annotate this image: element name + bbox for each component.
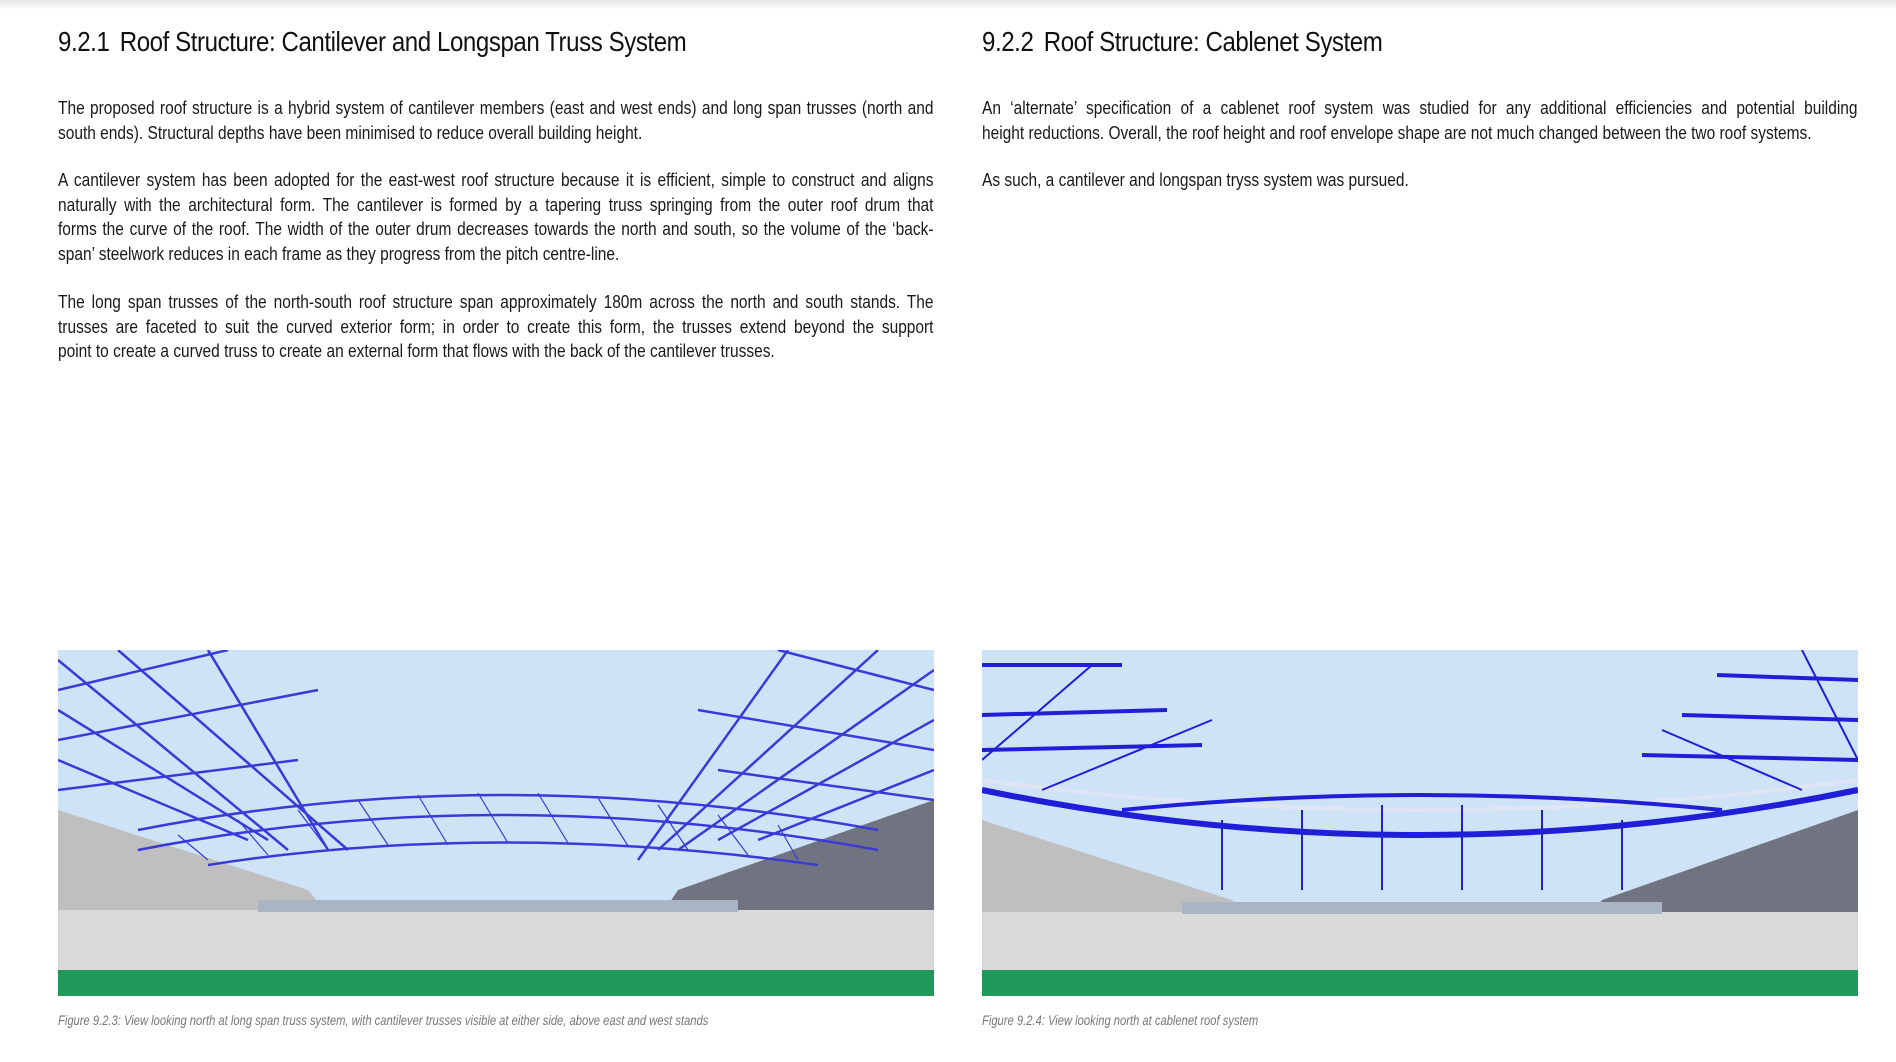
text-line: point to create a curved truss to create… xyxy=(58,341,775,361)
text-line: forms the curve of the roof. The width o… xyxy=(58,219,934,239)
figure-caption: Figure 9.2.3: View looking north at long… xyxy=(58,1012,709,1028)
text-line: The long span trusses of the north-south… xyxy=(58,292,934,312)
figure-cablenet-render xyxy=(982,650,1858,996)
section-title: Roof Structure: Cablenet System xyxy=(1043,26,1383,57)
section-number: 9.2.1 xyxy=(58,26,110,57)
paragraph: The proposed roof structure is a hybrid … xyxy=(58,96,934,145)
figure-truss-render xyxy=(58,650,934,996)
text-line: span’ steelwork reduces in each frame as… xyxy=(58,243,620,264)
text-line: A cantilever system has been adopted for… xyxy=(58,170,934,190)
paragraph: As such, a cantilever and longspan tryss… xyxy=(982,168,1858,193)
figure-caption: Figure 9.2.4: View looking north at cabl… xyxy=(982,1012,1259,1028)
text-line: naturally with the architectural form. T… xyxy=(58,194,934,215)
section-heading: 9.2.1 Roof Structure: Cantilever and Long… xyxy=(58,26,687,58)
top-shadow xyxy=(0,0,1896,10)
paragraph: An ‘alternate’ specification of a cablen… xyxy=(982,96,1858,145)
section-title: Roof Structure: Cantilever and Longspan … xyxy=(119,26,687,57)
section-number: 9.2.2 xyxy=(982,26,1034,57)
text-line: The proposed roof structure is a hybrid … xyxy=(58,98,934,118)
text-line: south ends). Structural depths have been… xyxy=(58,122,643,143)
text-line: As such, a cantilever and longspan tryss… xyxy=(982,170,1409,190)
paragraph: The long span trusses of the north-south… xyxy=(58,290,934,364)
text-line: trusses are faceted to suit the curved e… xyxy=(58,316,934,337)
text-line: An ‘alternate’ specification of a cablen… xyxy=(982,98,1858,118)
section-heading: 9.2.2 Roof Structure: Cablenet System xyxy=(982,26,1383,58)
text-line: height reductions. Overall, the roof hei… xyxy=(982,122,1812,143)
paragraph: A cantilever system has been adopted for… xyxy=(58,168,934,266)
